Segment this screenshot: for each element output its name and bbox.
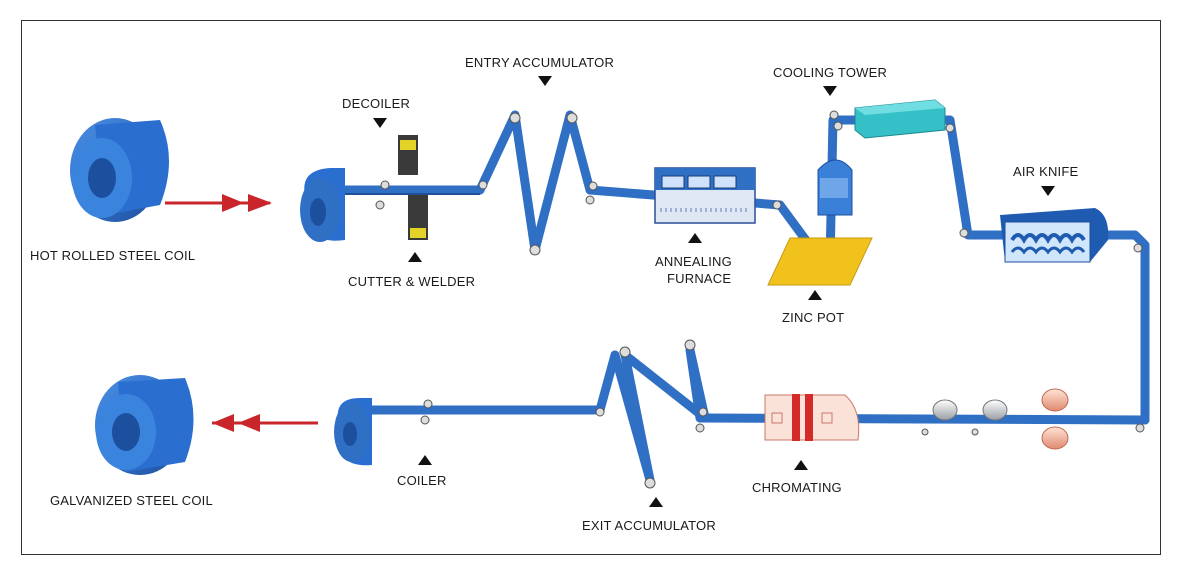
pinch-rollers-icon — [921, 388, 1145, 450]
hot-rolled-label: HOT ROLLED STEEL COIL — [30, 248, 195, 263]
zinc-pot-hood-icon — [817, 159, 853, 216]
galvanized-label: GALVANIZED STEEL COIL — [50, 493, 213, 508]
cutter-welder-icon — [398, 135, 428, 240]
air-knife-exit-roller — [1133, 243, 1143, 253]
decoiler-coil-icon — [300, 168, 345, 242]
air-knife-label: AIR KNIFE — [1013, 164, 1078, 179]
galvanized-coil-icon — [95, 375, 194, 475]
air-knife-pointer-icon — [1041, 186, 1055, 196]
exit-accumulator-pointer-icon — [649, 497, 663, 507]
entry-accumulator-label: ENTRY ACCUMULATOR — [465, 55, 614, 70]
steel-strip-return-path — [355, 345, 1150, 485]
cutter-welder-pointer-icon — [408, 252, 422, 262]
chromating-icon — [764, 394, 860, 441]
cooling-tower-rollers — [829, 110, 969, 238]
entry-accumulator-rollers — [478, 112, 598, 256]
coiler-pointer-icon — [418, 455, 432, 465]
annealing-label-line2: FURNACE — [667, 271, 731, 286]
annealing-pointer-icon — [688, 233, 702, 243]
annealing-furnace-icon — [654, 167, 756, 224]
decoiler-label: DECOILER — [342, 96, 410, 111]
coiler-label: COILER — [397, 473, 447, 488]
entry-accumulator-pointer-icon — [538, 76, 552, 86]
chromating-label: CHROMATING — [752, 480, 842, 495]
furnace-exit-roller — [772, 200, 782, 210]
steel-strip-path — [327, 110, 1150, 425]
decoiler-pointer-icon — [373, 118, 387, 128]
air-knife-icon — [1000, 208, 1109, 263]
zinc-pot-label: ZINC POT — [782, 310, 844, 325]
exit-accumulator-rollers — [595, 339, 708, 489]
input-arrow-icon — [165, 194, 272, 212]
cooling-tower-icon — [854, 99, 946, 139]
cutter-welder-label: CUTTER & WELDER — [348, 274, 475, 289]
cooling-tower-label: COOLING TOWER — [773, 65, 887, 80]
cooling-tower-pointer-icon — [823, 86, 837, 96]
annealing-label-line1: ANNEALING — [655, 254, 732, 269]
exit-accumulator-label: EXIT ACCUMULATOR — [582, 518, 716, 533]
chromating-pointer-icon — [794, 460, 808, 470]
diagram-frame — [21, 20, 1161, 555]
coiler-roller-icon — [420, 399, 433, 425]
hot-rolled-coil-icon — [70, 118, 169, 222]
coiler-coil-icon — [334, 398, 372, 466]
zinc-pot-pointer-icon — [808, 290, 822, 300]
zinc-pot-icon — [767, 237, 873, 286]
decoiler-roller-icon — [375, 180, 390, 210]
output-arrow-icon — [212, 414, 318, 432]
